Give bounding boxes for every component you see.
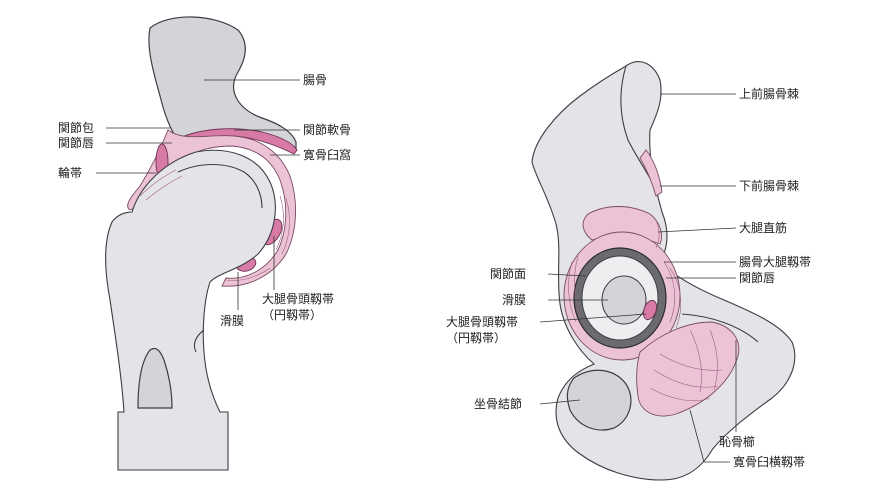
femur-medullary-cavity	[137, 347, 173, 409]
label-asis: 上前腸骨棘	[739, 86, 799, 101]
membrane-fiber	[689, 329, 702, 393]
asis-soft-tissue	[639, 149, 663, 197]
left-labels: 腸骨 関節包 関節唇 輪帯 関節軟骨 寛骨臼窩 大腿骨頭靱帯 （円靱帯） 滑膜	[58, 73, 351, 328]
label-ligament-head-alt-right: （円靱帯）	[446, 331, 506, 345]
label-ligament-head-right: 大腿骨頭靱帯	[446, 315, 518, 329]
label-labrum-right: 関節唇	[739, 270, 775, 285]
capsule-fiber	[145, 175, 183, 201]
label-pecten-pubis: 恥骨櫛	[719, 435, 755, 449]
label-ligament-head: 大腿骨頭靱帯	[262, 292, 334, 306]
ligament-fiber	[663, 261, 676, 323]
pubic-ramus-line	[681, 313, 759, 343]
obturator-membrane-shape	[636, 321, 740, 417]
ligament-fiber	[655, 219, 660, 249]
label-joint-capsule: 関節包	[58, 120, 94, 135]
right-leader-lines	[539, 93, 737, 463]
rectus-femoris-shape	[582, 206, 662, 245]
label-acetabulum: 寛骨臼窩	[303, 147, 351, 162]
membrane-fiber	[709, 329, 718, 391]
label-articular-surface: 関節面	[490, 266, 526, 281]
femur-epiphyseal-line	[177, 164, 263, 209]
ligament-fiber	[574, 255, 583, 321]
capsule-fiber	[225, 267, 271, 281]
label-ischial-tuberosity: 坐骨結節	[474, 396, 522, 411]
label-transverse-ligament: 寛骨臼横靱帯	[733, 454, 805, 469]
membrane-fiber	[653, 369, 719, 388]
capsule-fiber	[139, 169, 177, 197]
right-labels: 上前腸骨棘 下前腸骨棘 大腿直筋 腸骨大腿靱帯 関節唇 関節面 滑膜 大腿骨頭靱…	[446, 86, 811, 469]
membrane-fiber	[649, 387, 711, 402]
label-synovium: 滑膜	[220, 314, 244, 328]
ischial-tuberosity-shape	[566, 369, 632, 431]
left-leader-lines	[96, 79, 300, 310]
right-hip-lateral	[531, 61, 796, 481]
label-aiis: 下前腸骨棘	[739, 178, 799, 193]
membrane-fiber	[659, 353, 723, 371]
leader-articular-surface	[547, 273, 587, 277]
leader-ischial-tuberosity	[539, 399, 581, 405]
lesser-trochanter-outline	[193, 329, 205, 353]
ilium-shape	[148, 16, 297, 151]
ligament-head-spot	[642, 299, 658, 321]
label-ligament-head-alt: （円靱帯）	[262, 308, 322, 322]
label-articular-cartilage: 関節軟骨	[303, 122, 351, 137]
label-rectus-femoris: 大腿直筋	[739, 220, 787, 235]
ligament-fiber	[568, 261, 577, 323]
label-labrum: 関節唇	[58, 135, 94, 150]
capsule-fiber	[281, 197, 290, 255]
capsule-fiber	[275, 195, 284, 251]
leader-rectus-femoris	[657, 227, 737, 233]
left-hip-section	[105, 16, 298, 471]
ligament-fiber	[669, 267, 682, 329]
label-ilium: 腸骨	[303, 73, 327, 87]
leader-transverse-ligament	[689, 409, 730, 463]
label-zona-orbicularis: 輪帯	[58, 165, 82, 180]
label-iliofemoral-ligament: 腸骨大腿靱帯	[739, 255, 811, 269]
leader-ligament-head-right	[539, 313, 647, 323]
label-synovium-right: 滑膜	[502, 293, 526, 307]
